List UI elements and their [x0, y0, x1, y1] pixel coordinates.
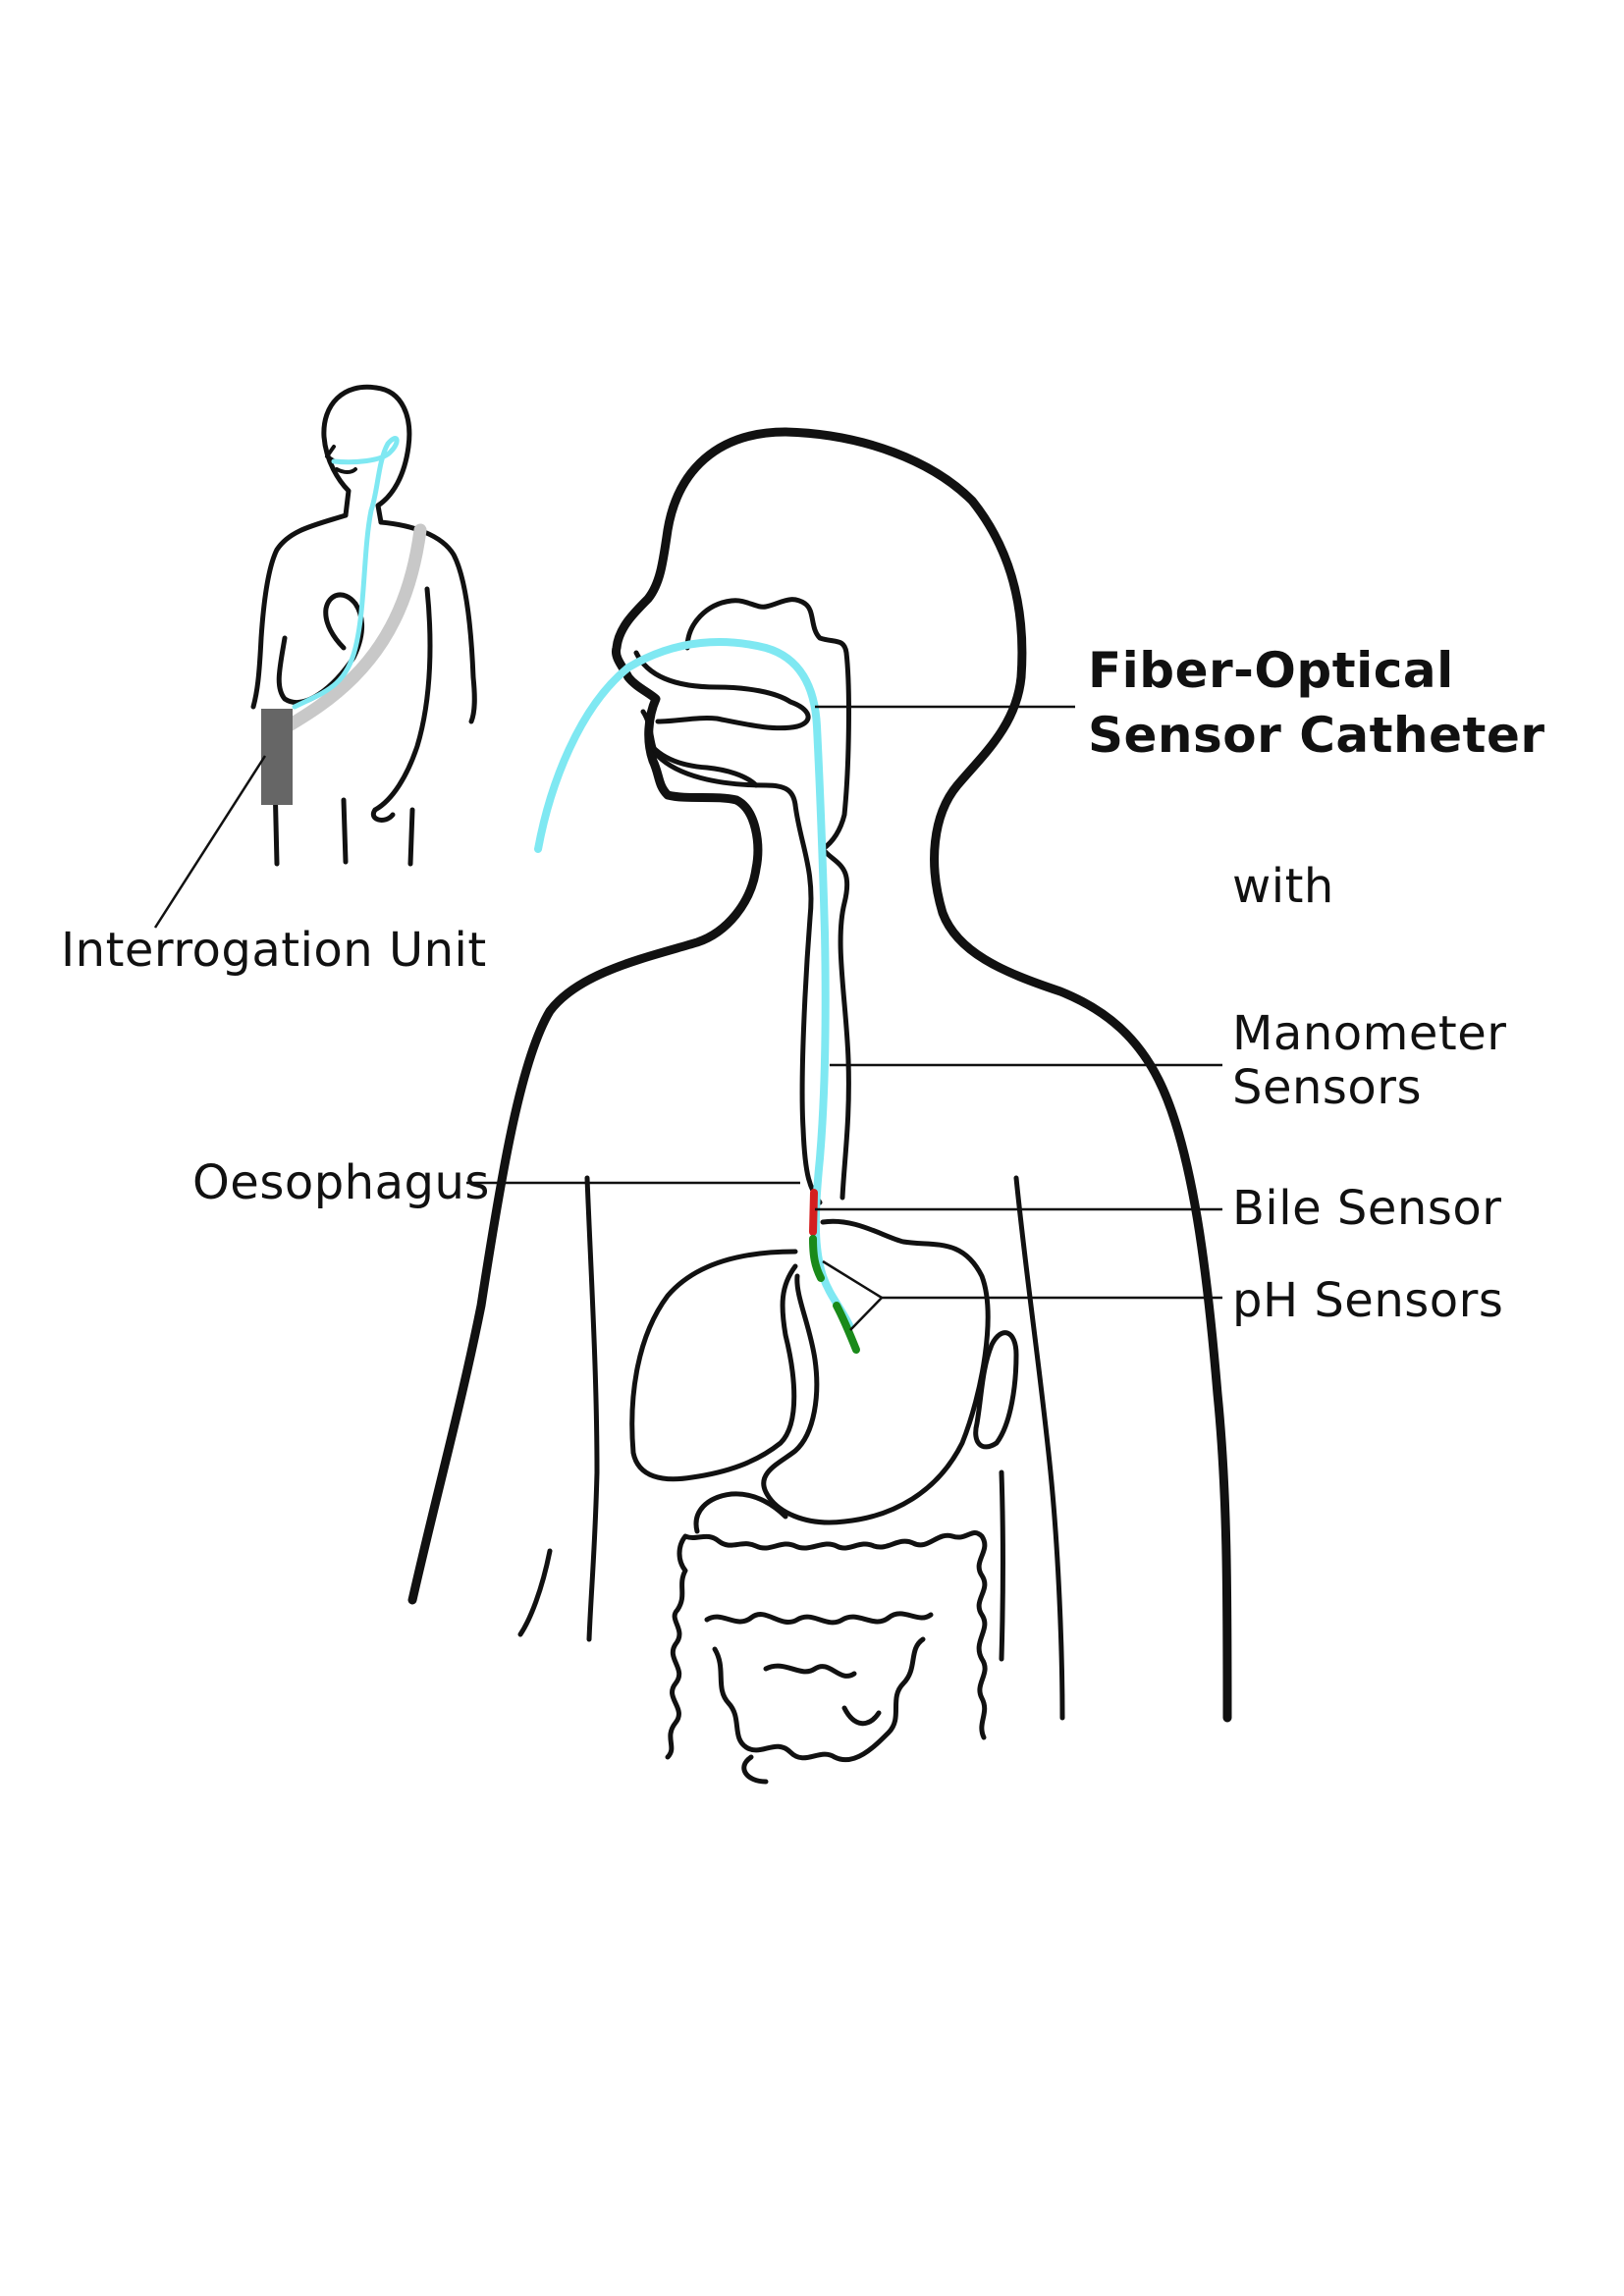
manometer-label-line-2: Sensors [1232, 1060, 1423, 1115]
manometer-label-line-1: Manometer [1232, 1006, 1507, 1061]
with-label: with [1232, 859, 1334, 914]
small-intestine [704, 1611, 934, 1785]
stomach [761, 1218, 991, 1525]
leader-lines [153, 705, 1222, 1331]
ph-sensor-segment-upper [809, 1235, 825, 1282]
leader-interrogation [153, 755, 267, 929]
ph-sensor-segment-lower [833, 1302, 860, 1354]
large-intestine [665, 1530, 988, 1760]
body-silhouette-right [781, 427, 1232, 1723]
spleen [973, 1330, 1019, 1450]
mouth [640, 709, 798, 808]
small-figure-head [321, 384, 379, 518]
large-body [407, 427, 1232, 1785]
interrogation-unit-device [261, 709, 293, 805]
left-arm-line [584, 1175, 600, 1642]
liver [629, 1249, 798, 1482]
small-patient-figure [250, 384, 477, 867]
interrogation-unit-label: Interrogation Unit [61, 923, 487, 978]
small-figure-catheter [292, 436, 400, 710]
title-line-1: Fiber-Optical [1088, 642, 1454, 699]
leader-ph-lower [849, 1297, 883, 1331]
oesophagus-label: Oesophagus [192, 1155, 490, 1210]
ph-sensors-label: pH Sensors [1232, 1273, 1504, 1328]
bile-sensor-label: Bile Sensor [1232, 1181, 1502, 1236]
right-arm-line [1013, 1175, 1065, 1721]
nasal-cavity [633, 650, 811, 731]
carry-strap [273, 523, 427, 738]
bile-sensor-segment [809, 1189, 818, 1236]
title-line-2: Sensor Catheter [1088, 707, 1545, 764]
small-figure-torso [250, 512, 349, 710]
body-silhouette-left [407, 427, 790, 1605]
throat [792, 802, 823, 1205]
leader-ph-upper [822, 1259, 883, 1300]
